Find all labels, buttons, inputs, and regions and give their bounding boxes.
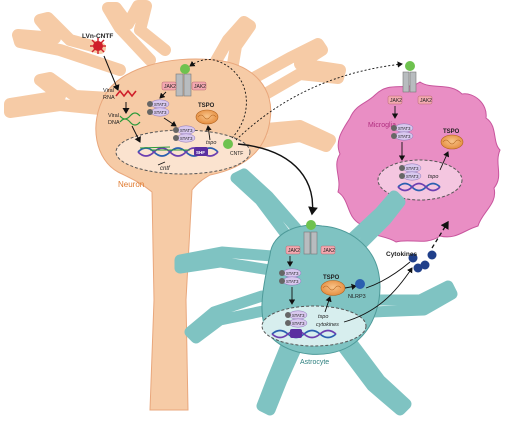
microglia-jak2-left — [387, 95, 403, 105]
astrocyte-dna-icon — [271, 329, 337, 339]
neuron-cntf-arrow — [157, 161, 166, 166]
neuron-jak2-left-label: JAK2 — [164, 84, 176, 90]
neuron-jak2-left — [161, 81, 177, 91]
nlrp3-label: NLRP3 — [348, 294, 366, 300]
astrocyte-nucleus — [261, 305, 367, 347]
microglia-stat3-label-2: STAT3 — [398, 134, 411, 139]
microglia-stat3-pair-upper — [391, 123, 414, 141]
neuron-stat3-label-1: STAT3 — [154, 102, 167, 107]
microglia-nucleus — [377, 159, 463, 201]
astrocyte-stat3-label-2: STAT3 — [286, 279, 299, 284]
microglia-cell: Microglia — [336, 81, 501, 243]
neuron-shf-box — [194, 147, 208, 156]
microglia-stat3-label-3: STAT3 — [406, 166, 419, 171]
neuron-jak2-right-label: JAK2 — [194, 84, 206, 90]
microglia-jak2-left-label: JAK2 — [390, 98, 402, 104]
viral-dna-icon — [119, 112, 141, 126]
microglia-receptor-icon — [402, 61, 417, 93]
neuron-jak-arrow — [159, 91, 167, 99]
neuron-cntf-ligand — [223, 139, 233, 149]
cytokines-label: Cytokines — [386, 251, 417, 258]
lvn-cntf-label: LVn-CNTF — [82, 33, 113, 40]
cytokine-icon — [408, 250, 437, 273]
astrocyte-jak2-right — [320, 245, 336, 255]
neuron-tspo-mitochondrion-icon — [195, 109, 219, 125]
astrocyte-shf-box — [290, 329, 302, 338]
neuron-label: Neuron — [118, 180, 144, 189]
astrocyte-stat3-label-3: STAT3 — [292, 313, 305, 318]
astrocyte-stat3-pair-lower — [285, 310, 308, 328]
neuron-tspo-gene-label: tspo — [206, 140, 216, 146]
microglia-dna-icon — [397, 182, 441, 192]
astrocyte-processes — [174, 168, 458, 416]
astrocyte-stat3-label-4: STAT3 — [292, 321, 305, 326]
cytokines-to-microglia-arrow — [431, 220, 449, 249]
neuron-stat3-pair-lower — [173, 125, 196, 143]
astrocyte-jak2-right-label: JAK2 — [323, 248, 335, 254]
microglia-tspo-mitochondrion-icon — [440, 134, 464, 150]
neuron-shf-label: SHF — [196, 150, 205, 155]
neuron-cntf-gene-label: cntf — [160, 166, 171, 172]
neuron-stat3-label-4: STAT3 — [180, 136, 193, 141]
astrocyte-tspo-mitochondrion-icon — [320, 280, 346, 296]
neuron-stat3-label-2: STAT3 — [154, 110, 167, 115]
astrocyte-jak2-left-label: JAK2 — [288, 248, 300, 254]
virus-icon — [90, 38, 106, 54]
microglia-tspo-label: TSPO — [443, 129, 460, 135]
microglia-tspo-arrow — [439, 151, 450, 171]
neuron-cntf-ligand-label: CNTF — [230, 151, 243, 157]
cntf-to-astrocyte-arrow — [237, 143, 318, 216]
neuron-jak2-right — [191, 81, 207, 91]
cntf-autocrine-arrow — [189, 59, 247, 139]
microglia-stat3-label-1: STAT3 — [398, 126, 411, 131]
microglia-label: Microglia — [368, 122, 396, 129]
astrocyte-stat3-pair-upper — [279, 268, 302, 286]
astrocyte-jak2-left — [285, 245, 301, 255]
microglia-stat3-label-4: STAT3 — [406, 174, 419, 179]
astrocyte-cytokine-release-arrow-2 — [365, 261, 411, 289]
microglia-jak2-right-label: JAK2 — [420, 98, 432, 104]
astrocyte-label: Astrocyte — [300, 359, 329, 366]
microglia-stat3-pair-lower — [399, 163, 422, 181]
astrocyte-cytokine-release-arrow-1 — [343, 267, 413, 323]
microglia-jak2-right — [417, 95, 433, 105]
astrocyte-receptor-icon — [303, 220, 318, 255]
astrocyte-tspo-arrow — [324, 296, 332, 313]
neuron-receptor-icon — [175, 64, 192, 97]
astrocyte-tspo-nlrp3-arrow — [344, 283, 357, 290]
astrocyte-cytokines-gene-label: cytokines — [316, 322, 339, 328]
astrocyte-stat3-label-1: STAT3 — [286, 271, 299, 276]
neuron-stat-arrow — [163, 117, 177, 127]
integration-arrow — [131, 125, 141, 143]
neuron-stat3-label-3: STAT3 — [180, 128, 193, 133]
neuron-tspo-label: TSPO — [198, 103, 215, 109]
microglia-tspo-gene-label: tspo — [428, 174, 438, 180]
nlrp3-icon — [355, 279, 365, 289]
neuron-soma — [95, 58, 272, 411]
astrocyte-tspo-label: TSPO — [323, 275, 340, 281]
neuron-dendrites — [4, 0, 346, 152]
viral-rna-icon — [115, 89, 137, 98]
neuron-stat3-pair-upper — [147, 99, 170, 117]
cntf-to-microglia-arrow — [235, 61, 403, 141]
virus-entry-arrow — [103, 55, 120, 91]
neuron-tspo-arrow — [205, 125, 212, 141]
astrocyte-tspo-gene-label: tspo — [318, 314, 328, 320]
